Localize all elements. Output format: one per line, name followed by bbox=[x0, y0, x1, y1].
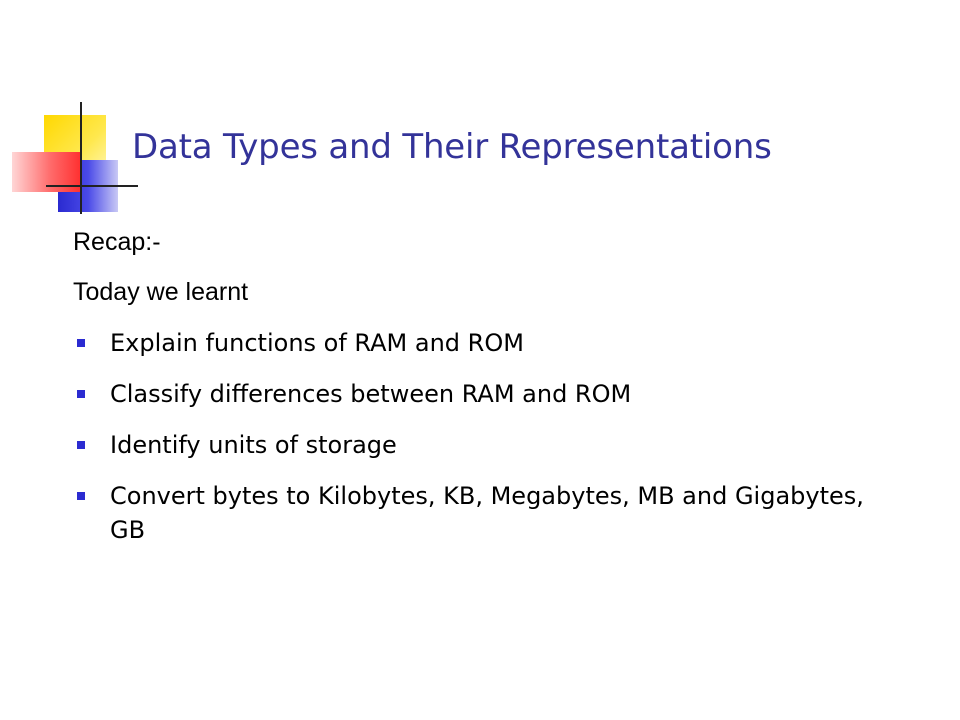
square-bullet-icon bbox=[77, 390, 85, 398]
slide-body: Recap:- Today we learnt Explain function… bbox=[73, 226, 913, 564]
bullet-text: Convert bytes to Kilobytes, KB, Megabyte… bbox=[110, 482, 864, 544]
intro-line: Today we learnt bbox=[73, 278, 249, 306]
recap-label: Recap:- bbox=[73, 228, 161, 256]
horizontal-line-decoration bbox=[46, 185, 138, 187]
bullet-list: Explain functions of RAM and ROM Classif… bbox=[73, 326, 913, 547]
slide-title: Data Types and Their Representations bbox=[132, 127, 772, 167]
bullet-item: Explain functions of RAM and ROM bbox=[73, 326, 913, 360]
vertical-line-decoration bbox=[80, 102, 82, 214]
bullet-item: Convert bytes to Kilobytes, KB, Megabyte… bbox=[73, 479, 913, 547]
decorative-logo-squares bbox=[0, 0, 140, 220]
square-bullet-icon bbox=[77, 492, 85, 500]
square-bullet-icon bbox=[77, 339, 85, 347]
square-bullet-icon bbox=[77, 441, 85, 449]
bullet-text: Identify units of storage bbox=[110, 431, 397, 459]
bullet-text: Explain functions of RAM and ROM bbox=[110, 329, 524, 357]
bullet-text: Classify differences between RAM and ROM bbox=[110, 380, 632, 408]
bullet-item: Classify differences between RAM and ROM bbox=[73, 377, 913, 411]
bullet-item: Identify units of storage bbox=[73, 428, 913, 462]
